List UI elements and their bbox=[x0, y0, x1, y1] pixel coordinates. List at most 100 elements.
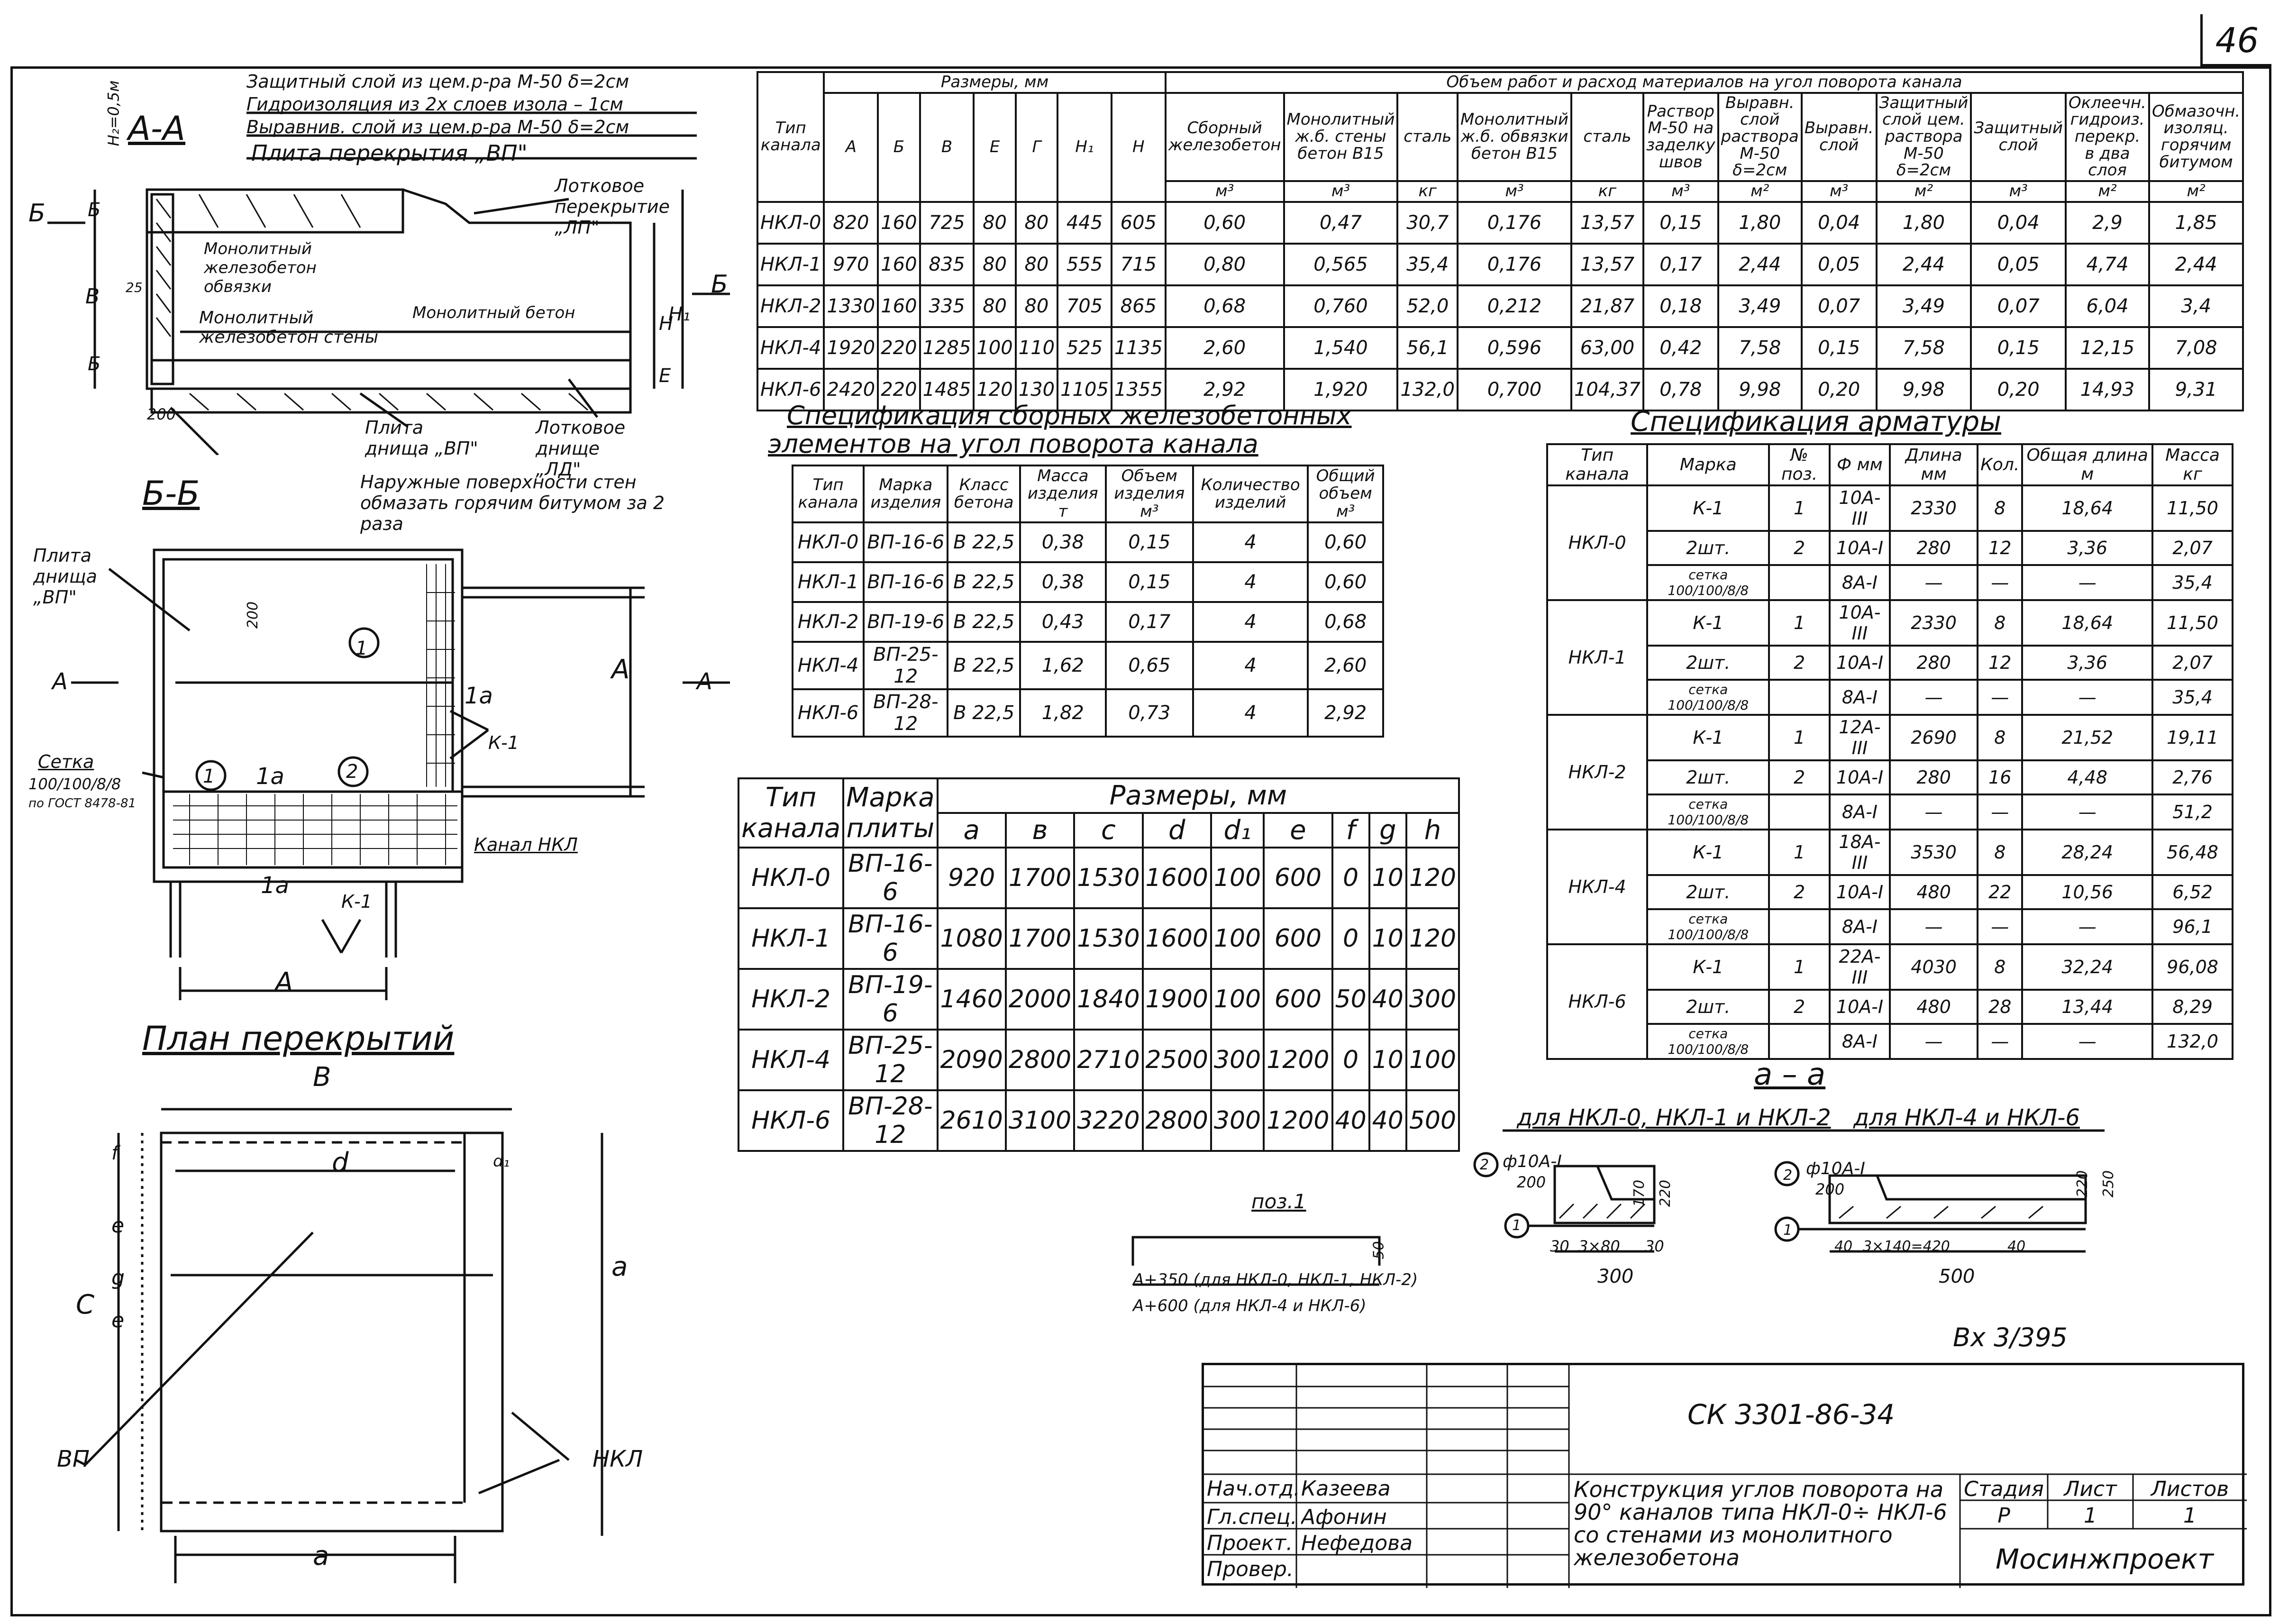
table-cell: 1,82 bbox=[1019, 688, 1107, 738]
table-cell: 50 bbox=[1331, 968, 1370, 1031]
table-slab-sizes: Тип канала Марка плиты Размеры, мм а в с… bbox=[737, 777, 1460, 1152]
ts-col: с bbox=[1073, 812, 1144, 848]
table-cell: В 22,5 bbox=[947, 688, 1021, 738]
tw-unit: кг bbox=[1570, 180, 1644, 203]
table-cell: — bbox=[1977, 794, 2024, 831]
tr-h: Тип канала bbox=[1546, 443, 1649, 487]
table-cell: 2,76 bbox=[2151, 759, 2233, 796]
tp-h: Общий объем м³ bbox=[1307, 464, 1384, 524]
table-cell: 0 bbox=[1331, 1029, 1370, 1091]
aa-dim-25: 25 bbox=[126, 280, 143, 295]
table-cell: 1485 bbox=[919, 367, 975, 411]
table-cell: 525 bbox=[1057, 326, 1112, 370]
tw-col-mat: Выравн. слой bbox=[1800, 91, 1878, 182]
table-cell: 22 bbox=[1977, 874, 2024, 911]
table-cell: ВП-16-6 bbox=[842, 907, 939, 970]
tw-col-mat: Сборный железобетон bbox=[1164, 91, 1285, 182]
table-cell: 56,48 bbox=[2151, 829, 2233, 876]
bb-note: Наружные поверхности стен обмазать горяч… bbox=[360, 472, 665, 534]
stamp-name: Казеева bbox=[1301, 1477, 1391, 1501]
table-cell: К-1 bbox=[1646, 714, 1770, 762]
table-cell: 555 bbox=[1057, 242, 1112, 286]
a-a-left-step: 200 bbox=[1517, 1173, 1546, 1191]
tw-unit: м³ bbox=[1970, 180, 2067, 203]
aa-label-monolith-concrete: Монолитный бетон bbox=[412, 303, 575, 322]
table-cell: 2,92 bbox=[1164, 367, 1285, 411]
table-cell: НКЛ-0 bbox=[756, 201, 825, 245]
table-cell: НКЛ-4 bbox=[756, 326, 825, 370]
table-cell: 280 bbox=[1889, 759, 1979, 796]
table-cell: 0,07 bbox=[1970, 284, 2067, 328]
table-cell: В 22,5 bbox=[947, 641, 1021, 691]
table-cell: 40 bbox=[1368, 1089, 1407, 1152]
table-cell: 0,43 bbox=[1019, 601, 1107, 643]
table-cell: 0,176 bbox=[1457, 201, 1572, 245]
a-a-right-total: 500 bbox=[1939, 1266, 1975, 1287]
table-cell: НКЛ-1 bbox=[756, 242, 825, 286]
table-cell: 0,15 bbox=[1104, 561, 1194, 603]
aa-label-lp: Лотковое перекрытие „ЛП" bbox=[555, 175, 670, 238]
rebar-type-cell: НКЛ-2 bbox=[1546, 714, 1649, 831]
tw-col-mat: Защитный слой bbox=[1970, 91, 2067, 182]
aa-dim-v: В bbox=[85, 284, 100, 309]
table-cell: 80 bbox=[1014, 284, 1059, 328]
precast-title-1: Спецификация сборных железобетонных bbox=[787, 401, 1352, 430]
table-cell: 12А-III bbox=[1828, 714, 1891, 762]
table-cell: 104,37 bbox=[1570, 367, 1644, 411]
table-cell: 1355 bbox=[1110, 367, 1167, 411]
table-cell: 4,48 bbox=[2021, 759, 2154, 796]
table-cell: 1,80 bbox=[1875, 201, 1972, 245]
table-cell: 0,42 bbox=[1642, 326, 1719, 370]
table-cell: 8,29 bbox=[2151, 989, 2233, 1025]
table-cell: 480 bbox=[1889, 989, 1979, 1025]
table-cell: 2,44 bbox=[2148, 242, 2244, 286]
table-cell: 63,00 bbox=[1570, 326, 1644, 370]
table-cell: 10А-I bbox=[1828, 759, 1891, 796]
table-cell: 1,62 bbox=[1019, 641, 1107, 691]
aa-note-2: Гидроизоляция из 2х слоев изола – 1см bbox=[246, 94, 623, 115]
table-cell: 2,07 bbox=[2151, 645, 2233, 681]
table-cell: 7,08 bbox=[2148, 326, 2244, 370]
table-cell: 1700 bbox=[1004, 907, 1076, 970]
table-cell: 8А-I bbox=[1828, 679, 1891, 716]
table-cell: 14,93 bbox=[2064, 367, 2150, 411]
tw-col-mat: Обмазочн. изоляц. горячим битумом bbox=[2148, 91, 2244, 182]
aa-note-1: Защитный слой из цем.р-ра М-50 δ=2см bbox=[246, 71, 629, 92]
tr-h: № поз. bbox=[1768, 443, 1831, 487]
tw-col-mat: Выравн. слой раствора М-50 δ=2см bbox=[1717, 91, 1803, 182]
table-cell: НКЛ-1 bbox=[737, 907, 845, 970]
table-cell: 0,565 bbox=[1283, 242, 1399, 286]
table-cell: сетка 100/100/8/8 bbox=[1646, 908, 1770, 946]
table-cell: 0,07 bbox=[1800, 284, 1878, 328]
pos1-line1: А+350 (для НКЛ-0, НКЛ-1, НКЛ-2) bbox=[1133, 1270, 1418, 1289]
table-cell: 280 bbox=[1889, 645, 1979, 681]
table-cell: 11,50 bbox=[2151, 484, 2233, 532]
tw-unit: м³ bbox=[1164, 180, 1285, 203]
tw-unit: м² bbox=[1875, 180, 1972, 203]
table-cell: 0,04 bbox=[1800, 201, 1878, 245]
table-cell: 0,05 bbox=[1800, 242, 1878, 286]
table-cell: 120 bbox=[1405, 847, 1460, 909]
title-block: СК 3301-86-34 Нач.отд. Казеева Гл.спец. … bbox=[1202, 1363, 2247, 1588]
a-a-left-label: ф10А-I bbox=[1503, 1152, 1562, 1171]
table-cell: НКЛ-0 bbox=[791, 521, 865, 564]
table-cell: 600 bbox=[1263, 907, 1333, 970]
table-cell: 7,58 bbox=[1717, 326, 1803, 370]
rebar-type-cell: НКЛ-6 bbox=[1546, 943, 1649, 1060]
table-cell: 1,920 bbox=[1283, 367, 1399, 411]
table-cell: 0,18 bbox=[1642, 284, 1719, 328]
table-cell: 300 bbox=[1210, 1089, 1265, 1152]
table-cell: 8 bbox=[1977, 484, 2024, 532]
ts-col: f bbox=[1331, 812, 1370, 848]
table-cell: 9,31 bbox=[2148, 367, 2244, 411]
table-cell: НКЛ-0 bbox=[737, 847, 845, 909]
table-cell: 2шт. bbox=[1646, 645, 1770, 681]
table-cell: 9,98 bbox=[1717, 367, 1803, 411]
